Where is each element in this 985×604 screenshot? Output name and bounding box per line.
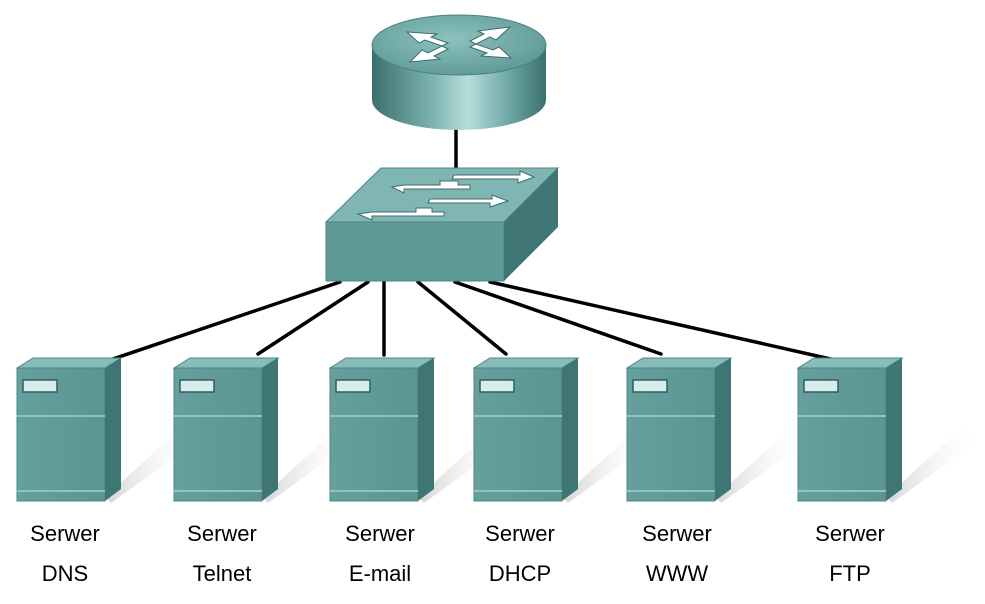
drive-slot-icon [179,379,215,393]
cable-switch-dhcp [416,280,508,356]
switch-icon [324,167,560,282]
server-side [886,358,902,501]
server-label-line2: DHCP [489,561,551,586]
server-side [715,358,731,501]
server-top [172,357,280,369]
server-side [105,358,121,501]
cables [108,128,837,362]
server-label-line1: Serwer [642,521,712,546]
cable-switch-ftp [488,280,837,362]
server-label-line1: Serwer [815,521,885,546]
server-top [472,357,580,369]
servers [15,357,980,503]
router-icon [371,14,547,130]
server-side [262,358,278,501]
server-top [796,357,904,369]
drive-slot-icon [479,379,515,393]
server-top [328,357,436,369]
server-icon [625,357,809,503]
drive-slot-icon [803,379,839,393]
cable-switch-www [453,280,663,356]
server-side [418,358,434,501]
server-side [562,358,578,501]
drive-slot-icon [22,379,58,393]
server-icon [796,357,980,503]
server-shadow [886,428,980,503]
server-shadow [715,428,809,503]
server-label-line2: Telnet [193,561,252,586]
server-icon [172,357,356,503]
cable-switch-telnet [256,280,370,356]
server-label-line1: Serwer [30,521,100,546]
cable-switch-dns [108,280,342,362]
server-label-line1: Serwer [345,521,415,546]
server-label-line1: Serwer [485,521,555,546]
server-top [15,357,123,369]
drive-slot-icon [335,379,371,393]
server-top [625,357,733,369]
server-label-line2: WWW [646,561,709,586]
server-label-line2: FTP [829,561,871,586]
server-label-line2: E-mail [349,561,411,586]
server-label-line1: Serwer [187,521,257,546]
drive-slot-icon [632,379,668,393]
server-icon [15,357,199,503]
server-label-line2: DNS [42,561,88,586]
